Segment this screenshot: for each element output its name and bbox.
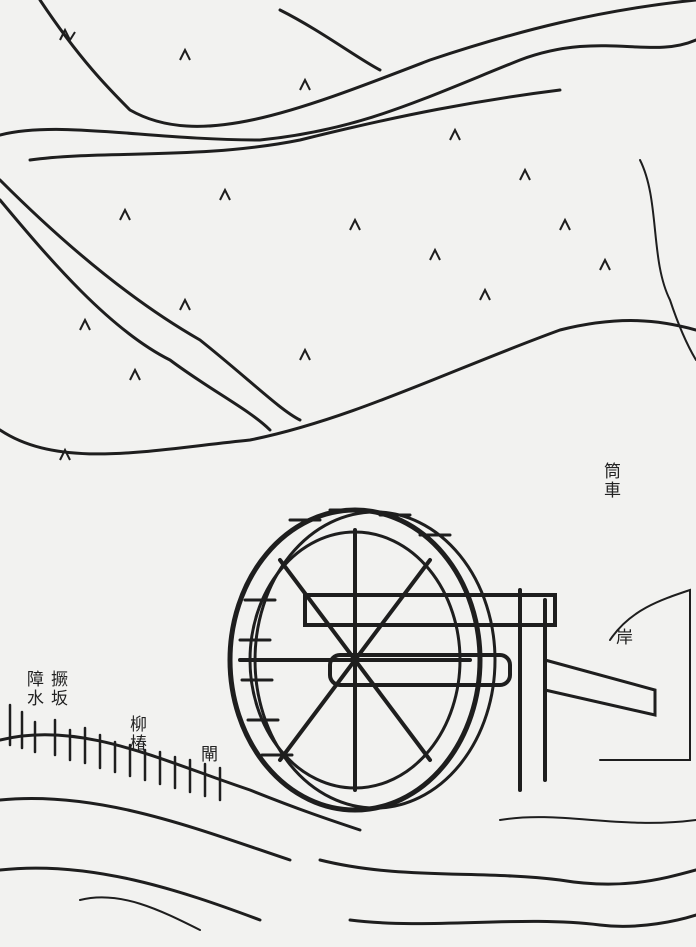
trough: [303, 593, 557, 627]
wheel-buckets: [238, 508, 452, 757]
water-wheel: [227, 507, 657, 813]
bank-right: [599, 588, 691, 761]
water-line-3: [318, 858, 696, 886]
water-line-2: [0, 866, 262, 922]
hill-ridge-top: [38, 0, 696, 128]
hill-base: [0, 319, 696, 456]
water-line-1: [0, 796, 292, 862]
hill-slope-left-2: [0, 198, 272, 432]
hill-ridge-upper: [0, 38, 696, 142]
axle: [328, 653, 512, 687]
label-bank: 岸: [612, 628, 632, 647]
label-sluice: 閘: [197, 745, 217, 764]
grass-tufts: [59, 27, 611, 461]
wheel-spokes: [238, 528, 472, 792]
water-line-5: [79, 896, 201, 931]
water-line-6: [499, 816, 696, 824]
river-bank-left: [0, 733, 362, 832]
label-willow-stakes: 柳椿: [126, 715, 146, 753]
label-dam-board: 撅坂: [47, 670, 67, 708]
frame-post: [518, 588, 547, 792]
path-upper: [28, 88, 562, 162]
tree-right: [639, 159, 696, 361]
water-line-4: [348, 913, 696, 928]
label-water-barrier: 障水: [23, 670, 43, 708]
label-water-wheel: 筒車: [600, 462, 620, 500]
ridge-right: [278, 8, 382, 72]
hill-slope-left: [0, 178, 302, 422]
channel: [543, 658, 657, 717]
willow-stake-fence: [8, 703, 222, 802]
